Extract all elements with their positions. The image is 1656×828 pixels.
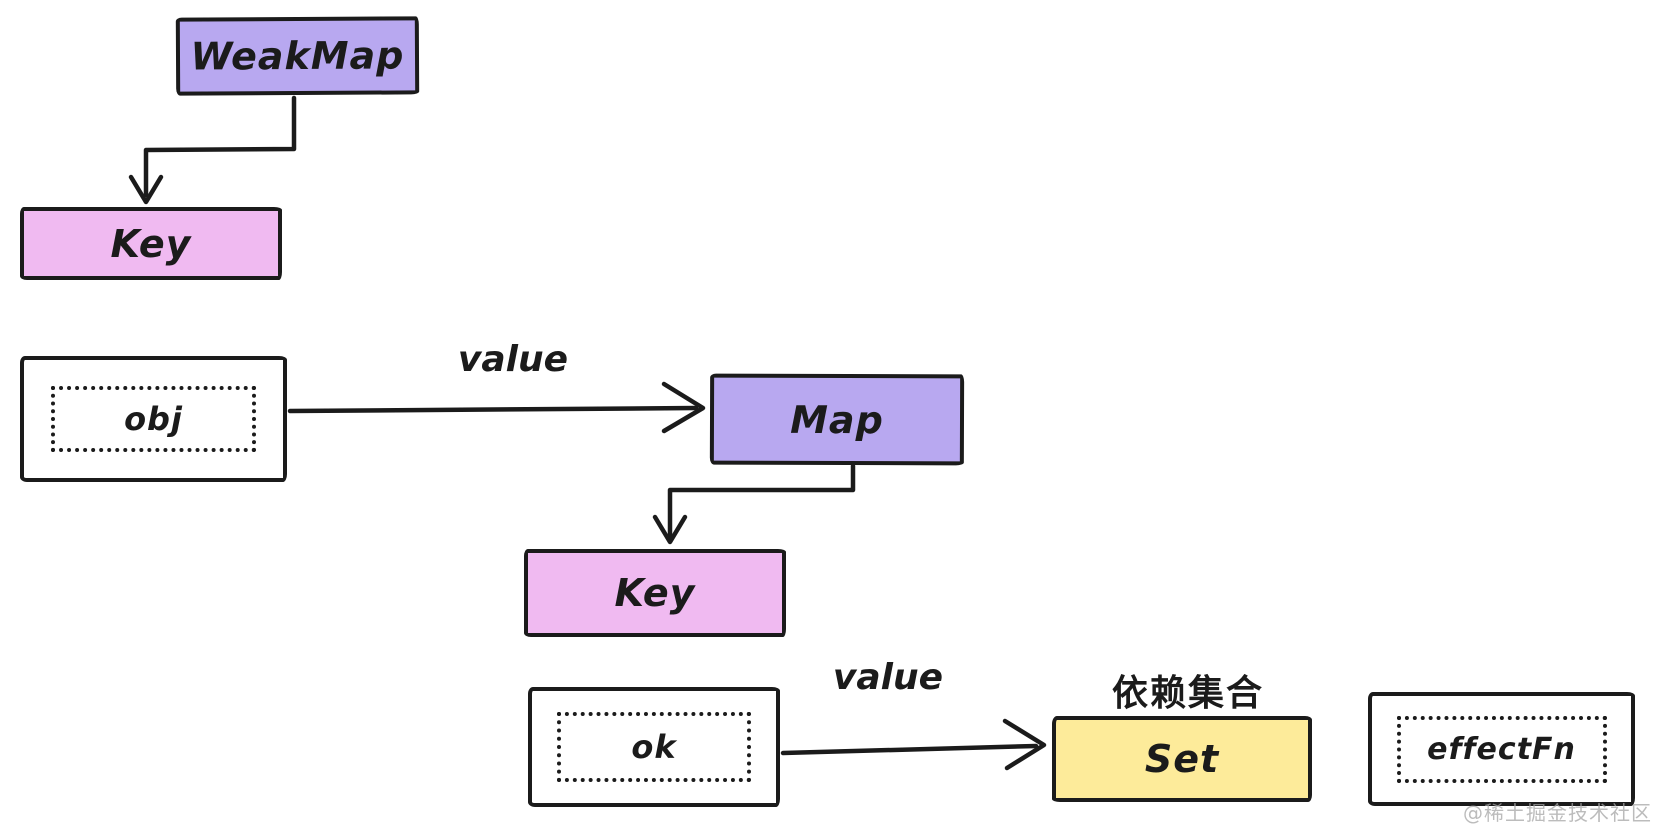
node-set-label: Set bbox=[1144, 737, 1220, 781]
set-caption-deps-collection: 依赖集合 bbox=[1111, 673, 1264, 714]
arrow-ok-to-set bbox=[780, 718, 1047, 771]
node-weakmap-label: WeakMap bbox=[190, 33, 405, 79]
node-key-mid: Key bbox=[524, 549, 786, 637]
node-ok-container: ok bbox=[528, 687, 780, 807]
node-map-label: Map bbox=[790, 397, 884, 442]
node-ok: ok bbox=[557, 712, 751, 782]
node-obj-container: obj bbox=[20, 356, 287, 482]
arrowhead-down-icon bbox=[652, 514, 688, 545]
node-effectfn-label: effectFn bbox=[1427, 731, 1576, 767]
node-key-top-label: Key bbox=[110, 221, 192, 266]
node-key-top: Key bbox=[20, 207, 282, 280]
arrowhead-right-icon bbox=[661, 381, 706, 434]
arrow-obj-to-map bbox=[287, 381, 706, 434]
node-obj-label: obj bbox=[124, 400, 183, 438]
node-effectfn-container: effectFn bbox=[1368, 692, 1635, 806]
edge-label-value-ok-to-set: value bbox=[832, 657, 944, 698]
watermark: @稀土掘金技术社区 bbox=[1463, 801, 1652, 825]
edge-label-value-obj-to-map: value bbox=[457, 339, 569, 380]
node-obj: obj bbox=[51, 386, 256, 452]
arrowhead-right-icon bbox=[1002, 718, 1047, 771]
node-weakmap: WeakMap bbox=[175, 16, 420, 96]
node-set: Set bbox=[1052, 716, 1312, 802]
node-map: Map bbox=[709, 373, 965, 466]
node-key-mid-label: Key bbox=[614, 571, 696, 615]
arrow-weakmap-to-key bbox=[128, 95, 297, 205]
arrowhead-down-icon bbox=[128, 174, 164, 205]
node-effectfn: effectFn bbox=[1396, 715, 1607, 783]
arrow-map-to-key bbox=[652, 463, 856, 545]
node-ok-label: ok bbox=[631, 728, 677, 766]
